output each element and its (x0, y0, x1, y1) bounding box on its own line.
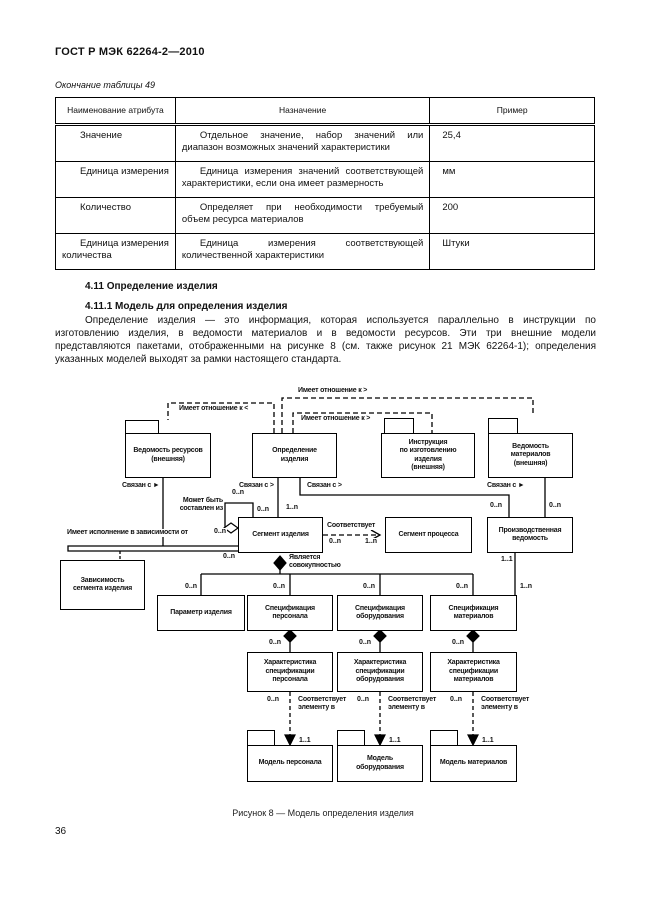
table-row: Единица измерения Единица измерения знач… (55, 160, 595, 198)
package-production-instruction: Инструкция по изготовлению изделия (внеш… (381, 433, 475, 478)
diagram-connectors (67, 397, 546, 747)
multiplicity: 0..n (256, 506, 271, 513)
edge-label-corresponds-element: Соответствует элементу в (297, 696, 348, 712)
multiplicity: 0..n (548, 502, 563, 509)
page-number: 36 (55, 826, 67, 837)
multiplicity: 0..n (489, 502, 504, 509)
edge-label-linked-with: Связан с ► (486, 482, 526, 490)
multiplicity: 1..n (364, 538, 379, 545)
class-equipment-specification: Спецификация оборудования (337, 595, 423, 631)
edge-label-has-relation-top: Имеет отношение к > (297, 387, 369, 395)
edge-label-may-consist-of: Может быть составлен из (166, 497, 224, 513)
package-bill-of-materials: Ведомость материалов (внешняя) (488, 433, 573, 478)
section-heading-4-11: 4.11 Определение изделия (85, 281, 218, 292)
class-material-spec-property: Характеристика спецификации материалов (430, 652, 517, 692)
cell-example: Штуки (429, 232, 595, 270)
class-product-definition: Определение изделия (252, 433, 337, 478)
class-product-parameter: Параметр изделия (157, 595, 245, 631)
multiplicity: 0..n (455, 583, 470, 590)
package-tab (488, 418, 518, 433)
multiplicity: 0..n (358, 639, 373, 646)
multiplicity: 1..1 (500, 556, 514, 563)
edge-label-execution-dependency: Имеет исполнение в зависимости от (66, 529, 189, 537)
cell-attribute-name: Значение (80, 129, 123, 141)
multiplicity: 0..n (213, 528, 228, 535)
edge-label-linked-with: Связан с > (238, 482, 275, 490)
multiplicity: 1..1 (388, 737, 402, 744)
class-product-segment: Сегмент изделия (238, 517, 323, 553)
column-header: Назначение (174, 97, 431, 126)
package-bill-of-resources: Ведомость ресурсов (внешняя) (125, 433, 211, 478)
package-tab (337, 730, 365, 745)
column-header: Наименование атрибута (55, 97, 176, 126)
cell-attribute-name: Единица измерения количества (62, 237, 169, 262)
multiplicity: 0..n (266, 696, 281, 703)
multiplicity: 0..n (451, 639, 466, 646)
multiplicity: 1..n (519, 583, 534, 590)
section-heading-4-11-1: 4.11.1 Модель для определения изделия (85, 301, 288, 312)
doc-header-title: ГОСТ Р МЭК 62264-2—2010 (55, 46, 205, 58)
cell-purpose: Единица измерения значений соответствующ… (181, 165, 424, 190)
class-material-specification: Спецификация материалов (430, 595, 517, 631)
class-personnel-spec-property: Характеристика спецификации персонала (247, 652, 333, 692)
edge-label-linked-with: Связан с > (306, 482, 343, 490)
multiplicity: 0..n (362, 583, 377, 590)
multiplicity: 0..n (328, 538, 343, 545)
multiplicity: 1..1 (298, 737, 312, 744)
multiplicity: 0..n (222, 553, 237, 560)
class-segment-dependency: Зависимость сегмента изделия (60, 560, 145, 610)
table-row: Значение Отдельное значение, набор значе… (55, 123, 595, 162)
edge-label-corresponds-element: Соответствует элементу в (480, 696, 531, 712)
package-material-model: Модель материалов (430, 745, 517, 782)
table-caption: Окончание таблицы 49 (55, 80, 155, 90)
cell-attribute-name: Единица измерения (80, 165, 169, 177)
multiplicity: 0..n (449, 696, 464, 703)
cell-example: 25,4 (429, 123, 595, 162)
package-tab (247, 730, 275, 745)
edge-label-is-collection: Является совокупностью (288, 554, 342, 570)
package-tab (125, 420, 159, 433)
cell-attribute-name: Количество (80, 201, 132, 213)
edge-label-corresponds-element: Соответствует элементу в (387, 696, 438, 712)
class-process-segment: Сегмент процесса (385, 517, 472, 553)
package-personnel-model: Модель персонала (247, 745, 333, 782)
edge-label-corresponds: Соответствует (326, 522, 377, 530)
figure-caption: Рисунок 8 — Модель определения изделия (232, 808, 414, 818)
edge-label-has-relation-left: Имеет отношение к < (178, 405, 250, 413)
package-equipment-model: Модель оборудования (337, 745, 423, 782)
body-paragraph: Определение изделия — это информация, ко… (55, 315, 596, 365)
multiplicity: 0..n (184, 583, 199, 590)
cell-purpose: Единица измерения соответствующей количе… (181, 237, 424, 262)
cell-example: мм (429, 160, 595, 198)
cell-purpose: Отдельное значение, набор значений или д… (181, 129, 424, 154)
class-equipment-spec-property: Характеристика спецификации оборудования (337, 652, 423, 692)
multiplicity: 0..n (268, 639, 283, 646)
package-tab (384, 418, 414, 433)
cell-purpose: Определяет при необходимости требуемый о… (181, 201, 424, 226)
multiplicity: 0..n (272, 583, 287, 590)
multiplicity: 0..n (356, 696, 371, 703)
column-header: Пример (429, 97, 595, 126)
table-header-row: Наименование атрибута Назначение Пример (55, 97, 595, 126)
multiplicity: 1..n (285, 504, 300, 511)
multiplicity: 0..n (231, 489, 246, 496)
edge-label-has-relation-mid: Имеет отношение к > (300, 415, 372, 423)
class-personnel-specification: Спецификация персонала (247, 595, 333, 631)
cell-example: 200 (429, 196, 595, 234)
table-row: Единица измерения количества Единица изм… (55, 232, 595, 270)
attributes-table: Наименование атрибута Назначение Пример … (55, 97, 595, 270)
package-tab (430, 730, 458, 745)
multiplicity: 1..1 (481, 737, 495, 744)
edge-label-linked-with: Связан с ► (121, 482, 161, 490)
figure-8-diagram: Ведомость ресурсов (внешняя) Определение… (0, 385, 646, 810)
class-manufacturing-bill: Производственная ведомость (487, 517, 573, 553)
table-row: Количество Определяет при необходимости … (55, 196, 595, 234)
